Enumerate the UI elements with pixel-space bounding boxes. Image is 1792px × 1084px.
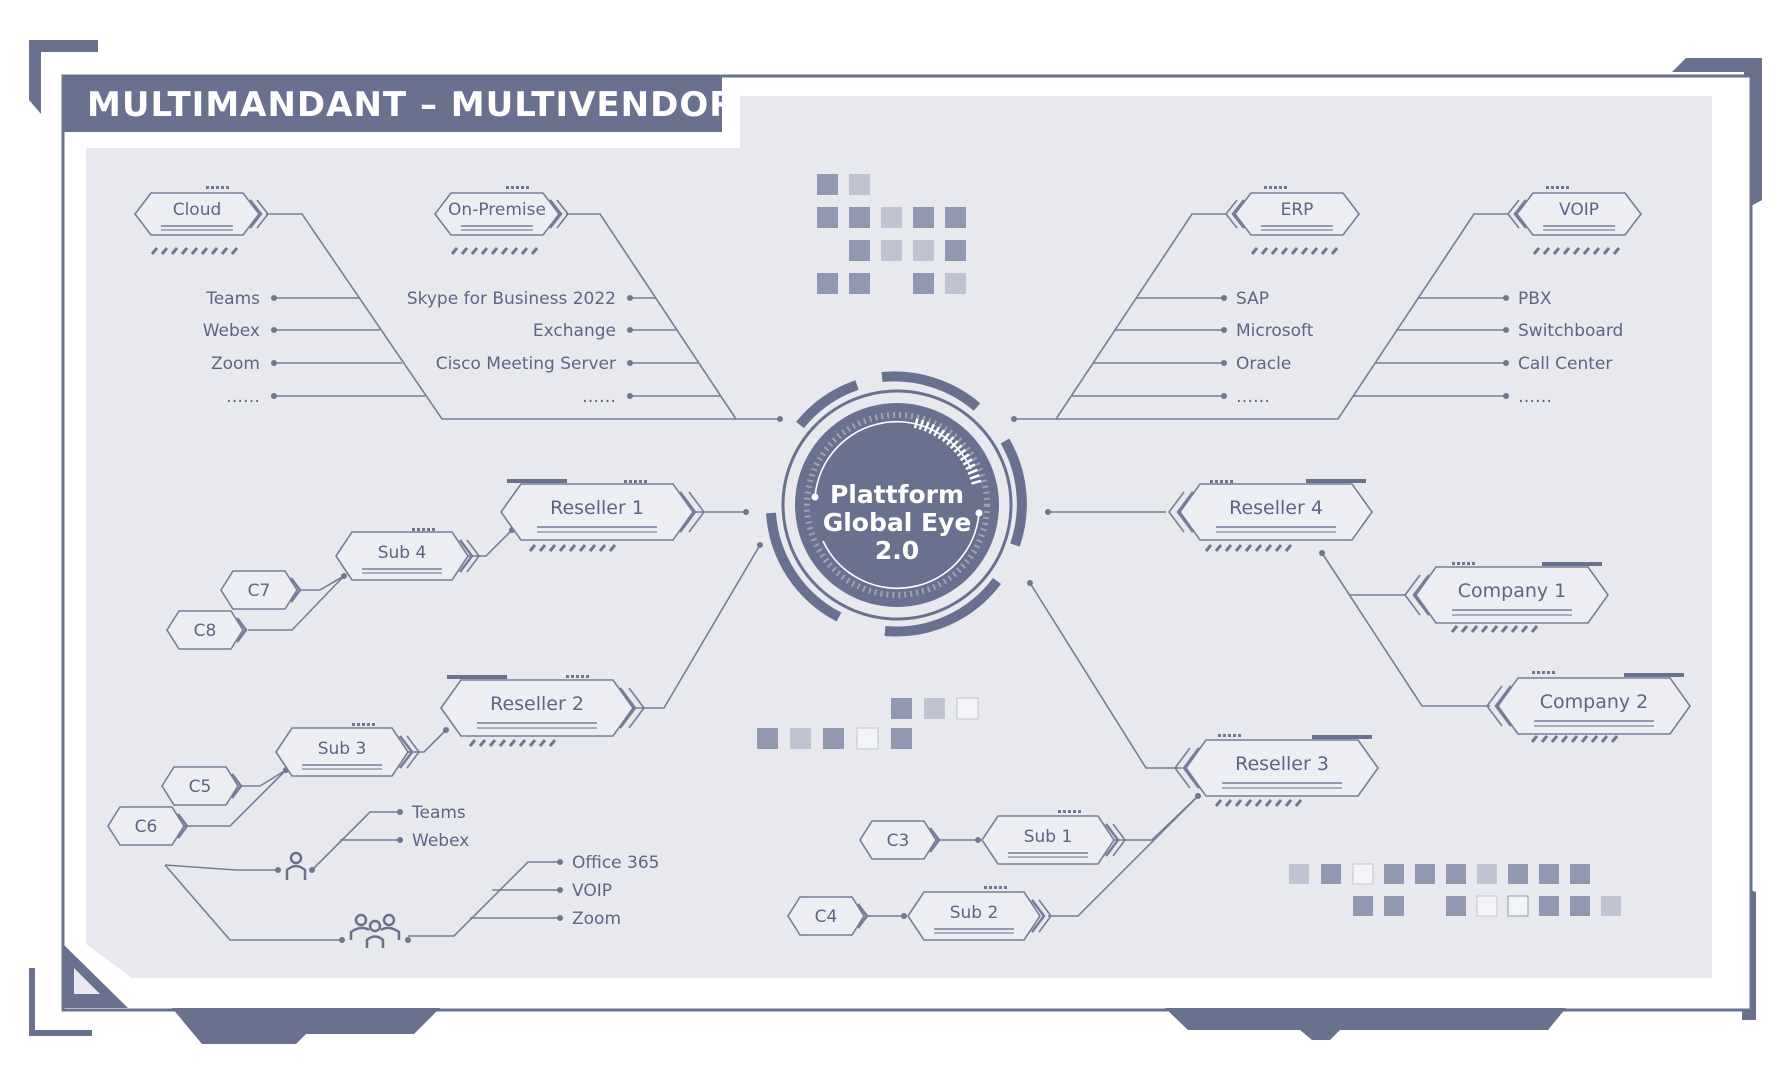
node-sub-2[interactable]: Sub 2 [907,891,1052,941]
node-erp-label: ERP [1281,200,1314,220]
node-onpremise[interactable]: On-Premise [433,192,570,236]
center-title-line2: Global Eye [823,508,972,537]
node-c3[interactable]: C3 [859,820,941,860]
tile-cluster-middle [757,697,979,750]
node-sub-2-label: Sub 2 [950,903,999,923]
node-c6[interactable]: C6 [107,806,189,846]
node-c5-label: C5 [189,777,212,797]
node-sub-3[interactable]: Sub 3 [275,727,420,777]
frame-tab-bottom-left [172,1008,440,1044]
node-c8[interactable]: C8 [166,610,248,650]
node-c4-label: C4 [815,907,838,927]
group-item: Zoom [572,909,621,929]
connector-lines [164,213,1508,941]
voip-item: Switchboard [1518,321,1623,341]
node-sub-4[interactable]: Sub 4 [335,531,480,581]
hatch-marks [150,247,1621,807]
onpremise-item: …… [582,387,616,407]
node-c3-label: C3 [887,831,910,851]
dot-markers [206,186,1569,889]
node-c7[interactable]: C7 [220,570,302,610]
erp-item: Microsoft [1236,321,1314,341]
voip-item: …… [1518,387,1552,407]
node-reseller-3[interactable]: Reseller 3 [1174,735,1379,797]
node-sub-1-label: Sub 1 [1024,827,1073,847]
node-reseller-3-label: Reseller 3 [1235,753,1329,775]
node-reseller-1[interactable]: Reseller 1 [500,479,705,541]
node-company-2[interactable]: Company 2 [1486,673,1691,735]
node-voip-label: VOIP [1559,200,1599,220]
node-cloud[interactable]: Cloud [133,192,270,236]
node-onpremise-label: On-Premise [448,200,546,220]
cloud-item: …… [226,387,260,407]
user-icon [285,851,307,880]
frame-tab-bottom-right [1165,1008,1566,1040]
node-reseller-4[interactable]: Reseller 4 [1168,479,1373,541]
title-banner [63,76,722,132]
erp-item: SAP [1236,289,1269,309]
erp-item: Oracle [1236,354,1291,374]
center-title-line1: Plattform [830,480,964,509]
tile-cluster-bottom-right [1289,863,1621,917]
node-company-1[interactable]: Company 1 [1404,562,1609,624]
erp-items: SAP Microsoft Oracle …… [1236,289,1314,407]
node-voip[interactable]: VOIP [1506,192,1643,236]
cloud-items: Teams Webex Zoom …… [203,289,260,407]
node-company-2-label: Company 2 [1540,691,1649,713]
center-title-line3: 2.0 [875,536,919,565]
page-title: MULTIMANDANT – MULTIVENDOR [87,85,736,125]
tile-cluster-top [817,174,966,294]
node-cloud-label: Cloud [173,200,222,220]
node-erp[interactable]: ERP [1224,192,1361,236]
onpremise-item: Skype for Business 2022 [407,289,616,309]
cloud-item: Webex [203,321,260,341]
onpremise-item: Cisco Meeting Server [436,354,616,374]
node-c8-label: C8 [194,621,217,641]
onpremise-item: Exchange [533,321,616,341]
group-item: Office 365 [572,853,659,873]
erp-item: …… [1236,387,1270,407]
node-c4[interactable]: C4 [787,896,869,936]
node-c6-label: C6 [135,817,158,837]
node-reseller-2-label: Reseller 2 [490,693,584,715]
voip-item: PBX [1518,289,1552,309]
node-company-1-label: Company 1 [1458,580,1567,602]
voip-items: PBX Switchboard Call Center …… [1518,289,1623,407]
node-sub-3-label: Sub 3 [318,739,367,759]
frame-wedge-inner [74,968,100,994]
node-sub-1[interactable]: Sub 1 [981,815,1126,865]
group-icon [349,913,401,948]
node-c7-label: C7 [248,581,271,601]
node-c5[interactable]: C5 [161,766,243,806]
node-reseller-4-label: Reseller 4 [1229,497,1323,519]
user-item: Teams [411,803,466,823]
cloud-item: Zoom [211,354,260,374]
node-reseller-2[interactable]: Reseller 2 [440,675,645,737]
user-item: Webex [412,831,469,851]
voip-item: Call Center [1518,354,1612,374]
group-item: VOIP [572,881,612,901]
node-sub-4-label: Sub 4 [378,543,427,563]
frame-bracket-top-left [29,40,98,114]
connector-dots [271,295,1509,943]
onpremise-items: Skype for Business 2022 Exchange Cisco M… [407,289,616,407]
cloud-item: Teams [205,289,260,309]
node-reseller-1-label: Reseller 1 [550,497,644,519]
center-hub[interactable]: Plattform Global Eye 2.0 [766,371,1027,637]
